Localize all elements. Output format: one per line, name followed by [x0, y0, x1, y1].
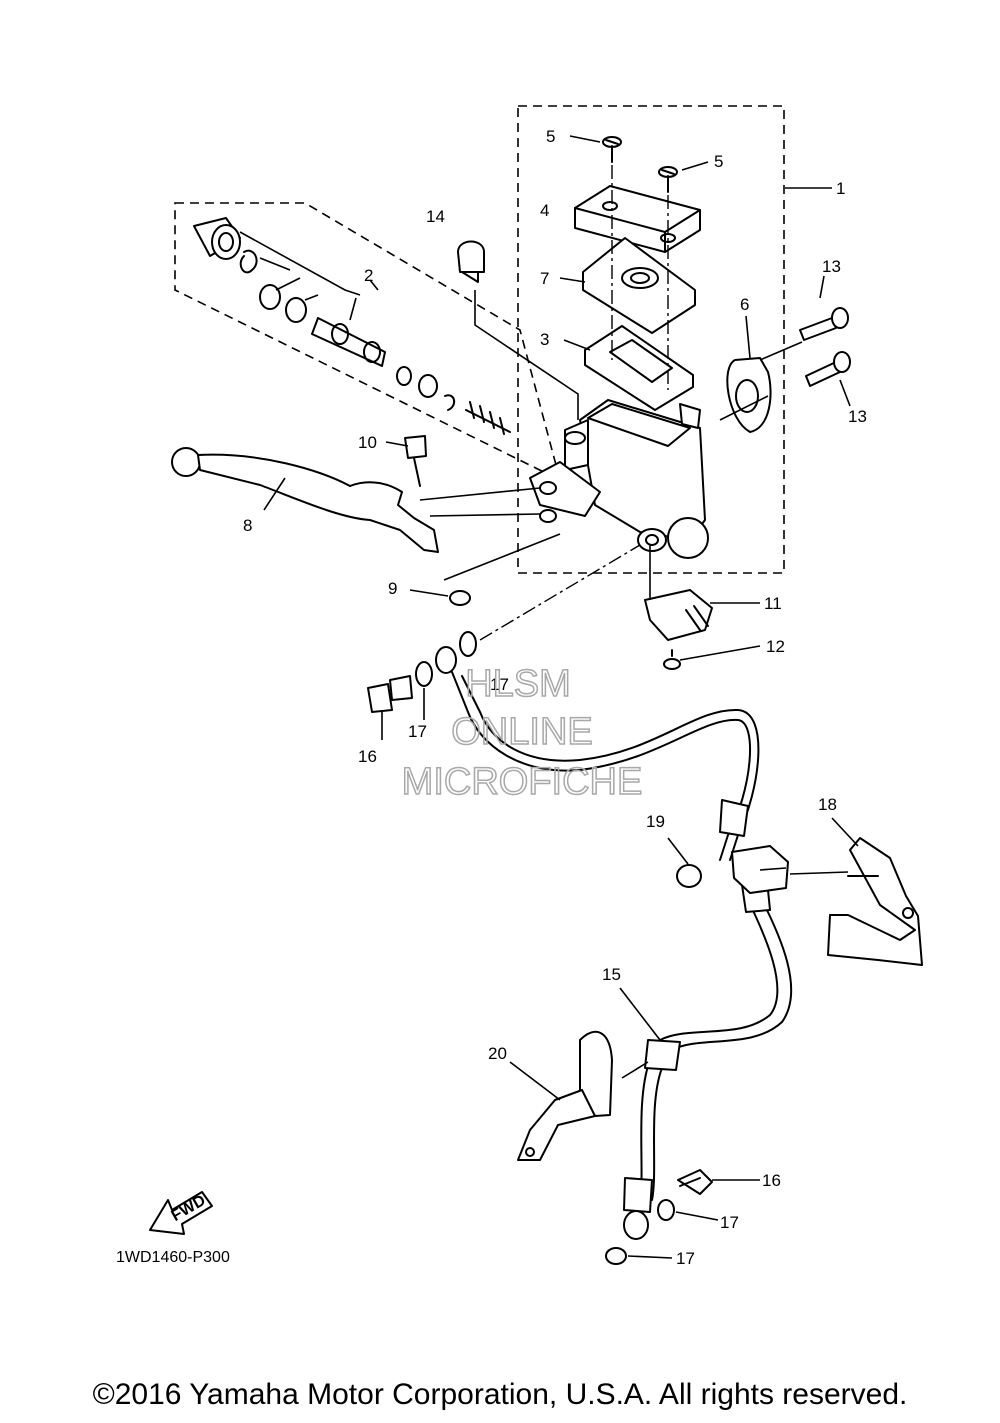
- copyright-notice: ©2016 Yamaha Motor Corporation, U.S.A. A…: [92, 1378, 908, 1411]
- callout-17-lower-a: 17: [720, 1213, 739, 1232]
- callout-3: 3: [540, 330, 549, 349]
- washer-upper-2: [459, 631, 477, 657]
- callout-14: 14: [426, 207, 445, 226]
- callout-5-left: 5: [546, 127, 555, 146]
- callout-20: 20: [488, 1044, 507, 1063]
- callout-17-upper-b: 17: [490, 675, 509, 694]
- clamp-bolt-lower: [805, 351, 851, 387]
- diaphragm-plate: [582, 237, 696, 334]
- callout-16-upper: 16: [358, 747, 377, 766]
- washer-lower-1: [657, 1199, 675, 1221]
- cap-screw-left: [602, 136, 622, 163]
- callout-12: 12: [766, 637, 785, 656]
- boot-cap: [457, 240, 485, 283]
- lever-pivot-bolt: [404, 435, 427, 487]
- diagram-code: 1WD1460-P300: [116, 1249, 230, 1266]
- callout-15: 15: [602, 965, 621, 984]
- leader-lines: [263, 135, 859, 1259]
- reservoir-cap: [574, 185, 701, 253]
- callout-13-upper: 13: [822, 257, 841, 276]
- watermark: HLSM ONLINE MICROFICHE: [401, 662, 643, 804]
- switch-screw: [663, 649, 681, 670]
- clamp-bolt-upper: [799, 307, 849, 341]
- watermark-line-1: HLSM: [465, 663, 571, 705]
- hose-guide: [517, 1030, 613, 1161]
- brake-lever: [171, 447, 439, 553]
- washer-lower-2: [605, 1247, 627, 1265]
- callout-16-lower: 16: [762, 1171, 781, 1190]
- callout-5-right: 5: [714, 152, 723, 171]
- piston-kit: [193, 217, 511, 435]
- callout-8: 8: [243, 516, 252, 535]
- callout-4: 4: [540, 201, 549, 220]
- brake-light-switch: [644, 589, 713, 641]
- callout-11: 11: [764, 594, 782, 613]
- diaphragm: [584, 325, 694, 411]
- watermark-line-2: ONLINE: [451, 711, 592, 753]
- callout-labels: 1 2 3 4 5 5 6 7 8 9 10 11 12 13 13 14 15…: [243, 127, 867, 1268]
- callout-10: 10: [358, 433, 377, 452]
- master-cylinder-body: [529, 399, 709, 559]
- pivot-nut: [449, 590, 471, 606]
- callout-9: 9: [388, 579, 397, 598]
- callout-7: 7: [540, 269, 549, 288]
- callout-17-lower-b: 17: [676, 1249, 695, 1268]
- grommet: [676, 864, 702, 888]
- master-cylinder-assembly-box: [517, 105, 785, 574]
- callout-6: 6: [740, 295, 749, 314]
- callout-18: 18: [818, 795, 837, 814]
- callout-17-upper-a: 17: [408, 722, 427, 741]
- union-bolt-lower: [677, 1169, 713, 1195]
- piston-kit-assembly-box: [174, 202, 562, 482]
- cap-screw-right: [658, 166, 678, 193]
- callout-1: 1: [836, 179, 845, 198]
- watermark-line-3: MICROFICHE: [402, 761, 643, 803]
- forward-arrow-icon: FWD: [149, 1191, 213, 1235]
- callout-2: 2: [364, 266, 373, 285]
- callout-19: 19: [646, 812, 665, 831]
- handlebar-clamp: [726, 357, 772, 433]
- union-bolt-upper: [367, 675, 413, 713]
- hose-bracket: [827, 837, 923, 966]
- brake-hose: [435, 646, 793, 1240]
- callout-13-lower: 13: [848, 407, 867, 426]
- washer-upper-1: [415, 661, 433, 687]
